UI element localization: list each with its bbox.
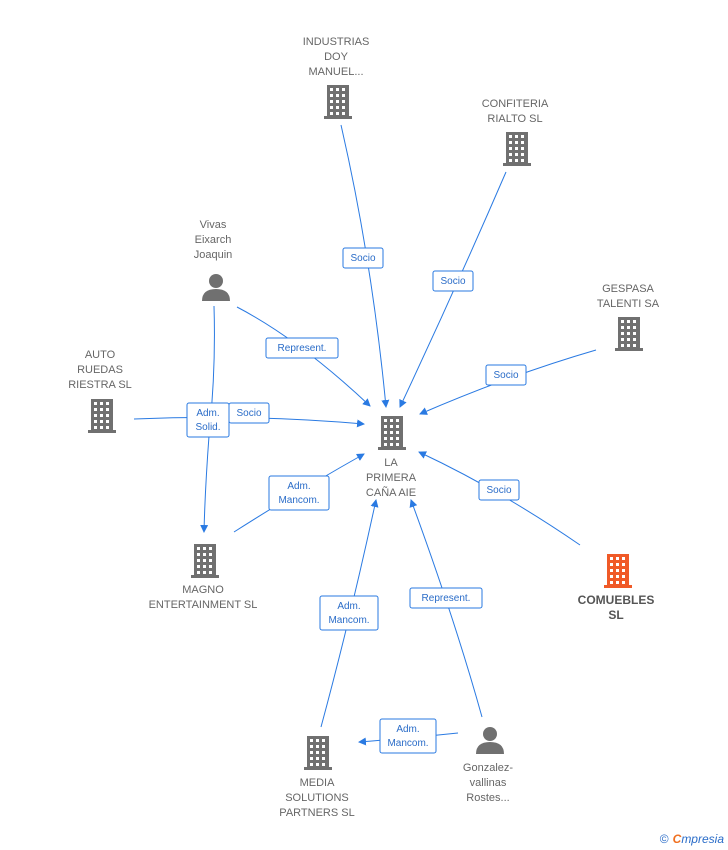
node-label-line: PARTNERS SL <box>279 807 354 819</box>
node-industrias[interactable]: INDUSTRIAS DOY MANUEL... <box>303 36 370 119</box>
node-center[interactable]: LA PRIMERA CAÑA AIE <box>366 416 417 499</box>
edge-label-gonzalez-to-center[interactable]: Represent. <box>409 587 483 609</box>
edge-label-auto-to-center[interactable]: Socio <box>228 402 270 424</box>
node-label-line: PRIMERA <box>366 472 417 484</box>
node-label-line: RIALTO SL <box>487 113 542 125</box>
node-label-line: RIESTRA SL <box>68 379 132 391</box>
building-icon <box>324 85 352 119</box>
edge-label-gonzalez-to-media[interactable]: Adm. Mancom. <box>379 718 437 754</box>
person-icon <box>202 274 230 301</box>
edge-label-text: Adm. <box>396 724 419 735</box>
edge-label-media-to-center[interactable]: Adm. Mancom. <box>319 595 379 631</box>
edge-label-text: Socio <box>486 485 511 496</box>
node-label-line: MAGNO <box>182 584 224 596</box>
node-label-line: GESPASA <box>602 283 654 295</box>
node-label-line: Joaquin <box>194 249 233 261</box>
edge-label-text: Mancom. <box>387 738 428 749</box>
edge-label-text: Adm. <box>337 601 360 612</box>
edge-label-text: Adm. <box>287 481 310 492</box>
node-magno[interactable]: MAGNO ENTERTAINMENT SL <box>149 544 258 611</box>
node-label-line: Vivas <box>200 219 227 231</box>
node-label-line: vallinas <box>470 777 507 789</box>
edge-label-text: Socio <box>440 276 465 287</box>
building-icon <box>191 544 219 578</box>
edge-label-confiteria-to-center[interactable]: Socio <box>432 270 474 292</box>
node-gespasa[interactable]: GESPASA TALENTI SA <box>597 283 660 351</box>
edge-label-text: Socio <box>350 253 375 264</box>
building-icon <box>503 132 531 166</box>
node-label-line: SOLUTIONS <box>285 792 349 804</box>
building-icon <box>615 317 643 351</box>
edge-label-text: Mancom. <box>278 495 319 506</box>
node-auto[interactable]: AUTO RUEDAS RIESTRA SL <box>68 349 132 433</box>
edge-label-text: Solid. <box>195 422 220 433</box>
node-label-line: COMUEBLES <box>578 593 655 607</box>
edge-label-text: Socio <box>493 370 518 381</box>
building-icon <box>604 554 632 588</box>
edge-label-comuebles-to-center[interactable]: Socio <box>478 479 520 501</box>
edge-label-text: Adm. <box>196 408 219 419</box>
footer-brand[interactable]: ©Cmpresia <box>660 832 724 846</box>
node-media[interactable]: MEDIA SOLUTIONS PARTNERS SL <box>279 736 355 819</box>
edge-label-vivas-to-center[interactable]: Represent. <box>265 337 339 359</box>
edge-label-text: Mancom. <box>328 615 369 626</box>
edge-label-text: Socio <box>236 408 261 419</box>
node-label-line: RUEDAS <box>77 364 123 376</box>
edge-gonzalez-to-center <box>409 499 483 718</box>
building-icon <box>378 416 406 450</box>
node-label-line: ENTERTAINMENT SL <box>149 599 258 611</box>
node-label-line: CONFITERIA <box>482 98 549 110</box>
edge-label-gespasa-to-center[interactable]: Socio <box>485 364 527 386</box>
copyright-symbol: © <box>659 832 669 846</box>
brand-logo-text: mpresia <box>681 832 724 846</box>
node-label-line: INDUSTRIAS <box>303 36 370 48</box>
node-label-line: Gonzalez- <box>463 762 513 774</box>
node-label-line: AUTO <box>85 349 116 361</box>
node-label-line: Eixarch <box>195 234 232 246</box>
node-gonzalez[interactable]: Gonzalez-vallinasRostes... <box>463 727 513 804</box>
node-label-line: CAÑA AIE <box>366 486 416 499</box>
brand-logo-letter: C <box>672 832 682 846</box>
edge-label-vivas-to-magno[interactable]: Adm. Solid. <box>186 402 230 438</box>
building-icon <box>304 736 332 770</box>
node-label-line: LA <box>384 457 398 469</box>
node-label-line: Rostes... <box>466 792 509 804</box>
node-label-line: DOY <box>324 51 349 63</box>
building-icon <box>88 399 116 433</box>
node-label-line: MEDIA <box>300 777 336 789</box>
edge-label-text: Represent. <box>278 343 327 354</box>
node-label-line: SL <box>608 608 623 622</box>
edge-label-magno-to-center[interactable]: Adm. Mancom. <box>268 475 330 511</box>
edge-label-text: Represent. <box>422 593 471 604</box>
edge-labels-layer: SocioSocioSocioRepresent.Adm.Solid.Socio… <box>186 247 527 754</box>
node-label-line: TALENTI SA <box>597 298 660 310</box>
edge-label-industrias-to-center[interactable]: Socio <box>342 247 384 269</box>
node-label-line: MANUEL... <box>308 66 363 78</box>
nodes-layer: LA PRIMERA CAÑA AIE INDUSTRIAS DOY MANUEL... C… <box>68 36 660 819</box>
node-confiteria[interactable]: CONFITERIA RIALTO SL <box>482 98 549 166</box>
person-icon <box>476 727 504 754</box>
